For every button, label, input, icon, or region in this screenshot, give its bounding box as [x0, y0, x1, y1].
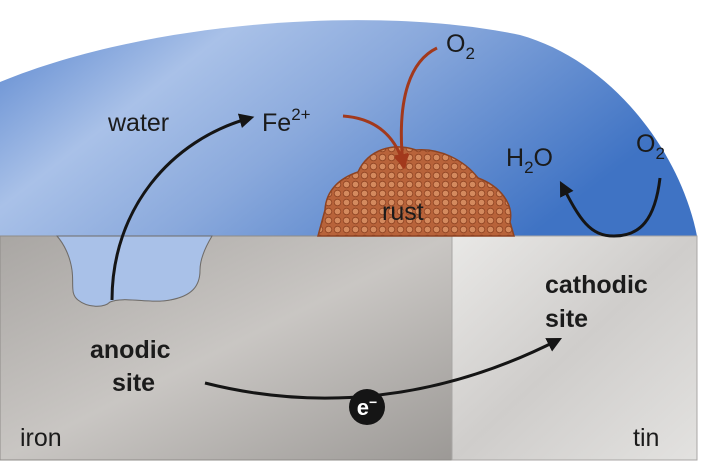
ferrous-ion-label: Fe2+	[262, 105, 311, 137]
anodic-label-line1: anodic	[90, 336, 171, 364]
oxygen-reduction-arrow	[559, 177, 662, 238]
anodic-label-line2: site	[112, 369, 155, 397]
tin-surface	[451, 235, 698, 461]
electron-badge	[349, 389, 385, 425]
electron-flow-arrow	[204, 337, 563, 400]
fe-ion-arrow	[110, 113, 255, 301]
cathodic-label-line2: site	[545, 305, 588, 333]
rust-deposit	[317, 146, 515, 237]
oxygen-to-rust-arrow	[394, 46, 438, 170]
pit-water	[55, 235, 213, 307]
water-label: water	[107, 109, 169, 137]
tin-label: tin	[633, 424, 659, 452]
cathodic-label-line1: cathodic	[545, 271, 648, 299]
electron-label: e−	[357, 394, 377, 420]
oxygen-top-label: O2	[446, 30, 475, 63]
rust-label: rust	[382, 198, 424, 226]
oxygen-right-label: O2	[636, 130, 665, 163]
water-product-label: H2O	[506, 144, 553, 177]
iron-surface	[0, 235, 453, 461]
water-droplet	[0, 20, 697, 236]
iron-label: iron	[20, 424, 62, 452]
